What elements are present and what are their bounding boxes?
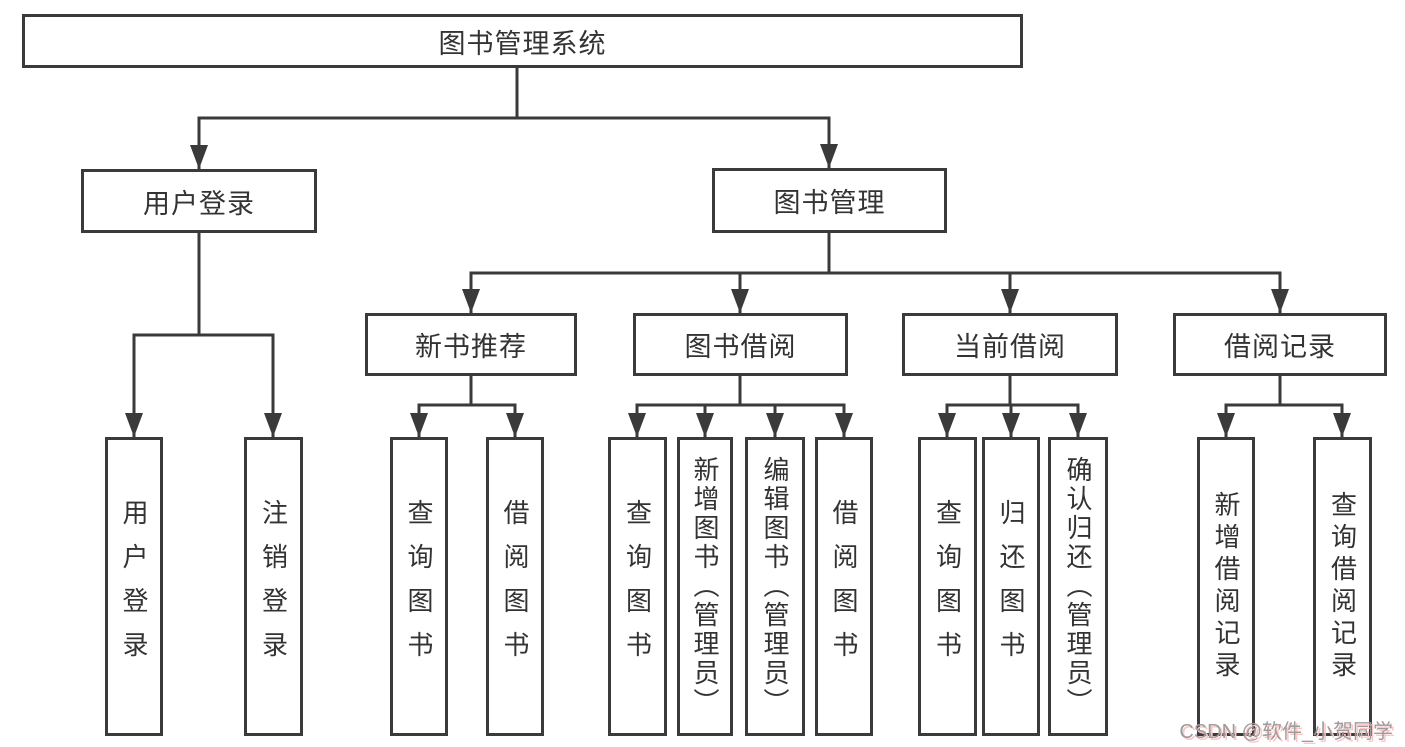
- node-label: 图书管理: [773, 188, 886, 218]
- leaf-label: 借阅图书: [500, 498, 530, 675]
- leaf-label: 查询图书: [404, 498, 434, 675]
- leaf-label: 归还图书: [996, 498, 1026, 675]
- leaf-borrow-books-recommend: 借阅图书: [486, 437, 544, 736]
- leaf-edit-book-admin: 编辑图书（管理员）: [745, 437, 805, 736]
- leaf-query-books-current: 查询图书: [918, 437, 977, 736]
- leaf-logout: 注销登录: [244, 437, 303, 736]
- node-book-borrowing: 图书借阅: [633, 313, 848, 376]
- leaf-return-book: 归还图书: [982, 437, 1040, 736]
- node-label: 用户登录: [143, 188, 255, 219]
- leaf-query-books-borrowing: 查询图书: [608, 437, 667, 736]
- arrow-stubs: [125, 118, 1351, 437]
- leaf-label: 借阅图书: [829, 498, 859, 675]
- tree-skeleton: [132, 66, 1344, 407]
- node-borrowing-records: 借阅记录: [1173, 313, 1387, 376]
- leaf-query-books-recommend: 查询图书: [390, 437, 448, 736]
- leaf-label: 查询借阅记录: [1327, 490, 1358, 683]
- node-book-management: 图书管理: [712, 168, 947, 233]
- leaf-label: 新增图书（管理员）: [690, 456, 720, 717]
- node-label: 图书借阅: [684, 332, 797, 362]
- node-label: 借阅记录: [1224, 332, 1336, 362]
- leaf-label: 新增借阅记录: [1211, 490, 1241, 683]
- node-new-book-recommendation: 新书推荐: [365, 313, 577, 376]
- leaf-label: 用户登录: [119, 498, 149, 675]
- node-current-borrowing: 当前借阅: [902, 313, 1118, 376]
- leaf-query-borrow-record: 查询借阅记录: [1313, 437, 1372, 736]
- leaf-user-login: 用户登录: [105, 437, 163, 736]
- node-label: 新书推荐: [415, 332, 527, 362]
- leaf-add-book-admin: 新增图书（管理员）: [677, 437, 733, 736]
- leaf-label: 查询图书: [932, 498, 963, 675]
- node-label: 图书管理系统: [438, 28, 607, 59]
- node-label: 当前借阅: [954, 332, 1066, 362]
- leaf-label: 注销登录: [258, 498, 289, 675]
- leaf-label: 编辑图书（管理员）: [760, 456, 790, 717]
- leaf-add-borrow-record: 新增借阅记录: [1197, 437, 1255, 736]
- node-library-management-system: 图书管理系统: [22, 14, 1023, 68]
- leaf-confirm-return-admin: 确认归还（管理员）: [1048, 437, 1108, 736]
- csdn-watermark: CSDN @软件_小贺同学: [1179, 721, 1393, 743]
- leaf-borrow-books-borrowing: 借阅图书: [815, 437, 873, 736]
- leaf-label: 查询图书: [622, 498, 653, 675]
- node-user-login: 用户登录: [81, 169, 317, 233]
- leaf-label: 确认归还（管理员）: [1063, 456, 1093, 717]
